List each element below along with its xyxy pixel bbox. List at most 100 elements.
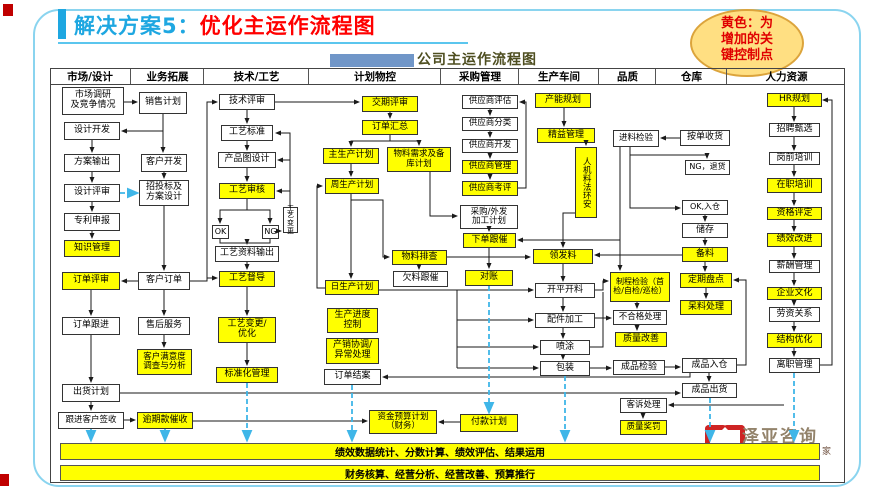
flow-node-40: 资金预算计划 （财务） bbox=[369, 410, 437, 434]
flow-node-12: 客户开发 bbox=[141, 154, 187, 172]
flow-node-9: 出货计划 bbox=[62, 384, 120, 402]
flow-node-26: 工艺督导 bbox=[219, 271, 275, 287]
flow-node-59: 制程检验（首 检/自检/巡检） bbox=[610, 272, 670, 302]
column-header-7: 品质 bbox=[598, 69, 656, 84]
flow-node-83: 结构优化 bbox=[767, 333, 822, 348]
flow-node-78: 资格评定 bbox=[767, 207, 822, 220]
flow-node-68: 储存 bbox=[682, 223, 728, 238]
legend-color-swatch bbox=[330, 54, 414, 67]
flow-node-50: 产能规划 bbox=[535, 93, 591, 108]
flow-node-67: OK,入仓 bbox=[682, 200, 728, 215]
flow-node-1: 市场调研 及竞争情况 bbox=[62, 87, 124, 115]
flow-node-14: 客户订单 bbox=[138, 272, 190, 290]
flow-node-33: 周生产计划 bbox=[325, 178, 379, 194]
column-header-5: 采购管理 bbox=[440, 69, 519, 84]
flow-node-56: 喷涂 bbox=[540, 340, 590, 355]
flow-node-47: 下单跟催 bbox=[463, 233, 516, 248]
flow-node-42: 供应商分类 bbox=[462, 117, 518, 131]
flow-node-18: 技术评审 bbox=[219, 94, 275, 110]
column-header-8: 仓库 bbox=[655, 69, 727, 84]
flow-node-22: OK bbox=[212, 225, 229, 239]
flow-node-48: 对账 bbox=[465, 270, 513, 286]
corner-accent-bottom bbox=[0, 474, 9, 486]
flow-node-49: 付款计划 bbox=[460, 414, 518, 432]
flow-node-65: 按单收货 bbox=[680, 130, 730, 146]
flow-node-23: NG bbox=[262, 225, 279, 239]
performance-summary-bar: 绩效数据统计、分数计算、绩效评估、结果运用 bbox=[60, 443, 820, 460]
flow-node-62: 成品检验 bbox=[613, 360, 665, 375]
flow-node-3: 方案输出 bbox=[64, 154, 120, 172]
flow-node-44: 供应商管理 bbox=[462, 160, 518, 174]
flow-node-73: 成品出货 bbox=[682, 383, 737, 398]
flow-node-61: 质量改善 bbox=[615, 332, 667, 347]
corner-accent-top bbox=[3, 4, 13, 16]
flow-node-51: 精益管理 bbox=[537, 128, 595, 143]
flow-node-41: 供应商评估 bbox=[462, 95, 518, 109]
flow-node-60: 不合格处理 bbox=[613, 310, 667, 325]
flow-node-27: 工艺变更/ 优化 bbox=[218, 317, 276, 343]
flow-node-24: 工艺 变更 bbox=[283, 204, 298, 234]
flow-node-52: 人机料法环安 bbox=[575, 147, 597, 218]
flow-node-55: 配件加工 bbox=[535, 313, 595, 328]
title-prefix: 解决方案5： bbox=[74, 14, 200, 38]
flow-node-36: 日生产计划 bbox=[325, 280, 379, 295]
column-header-1: 市场/设计 bbox=[67, 71, 113, 83]
diagram-subtitle: 公司主运作流程图 bbox=[417, 52, 537, 68]
flow-node-32: 物料需求及备 库计划 bbox=[387, 147, 451, 172]
flow-node-29: 交期评审 bbox=[362, 96, 418, 112]
flow-node-2: 设计开发 bbox=[64, 122, 120, 140]
flow-node-84: 离职管理 bbox=[769, 358, 820, 373]
title-underline bbox=[58, 42, 468, 44]
flow-node-4: 设计评审 bbox=[64, 184, 120, 202]
flow-node-7: 订单评审 bbox=[62, 272, 120, 290]
flow-node-58: 进料检验 bbox=[613, 130, 659, 147]
flow-node-74: HR规划 bbox=[767, 93, 822, 107]
flow-node-21: 工艺审核 bbox=[219, 183, 275, 199]
flow-node-17: 逾期款催收 bbox=[137, 412, 193, 429]
flow-node-11: 销售计划 bbox=[139, 92, 187, 114]
flow-node-71: 呆料处理 bbox=[680, 300, 732, 315]
flow-node-81: 企业文化 bbox=[767, 287, 822, 300]
flow-node-69: 备料 bbox=[682, 247, 728, 262]
callout-line: 键控制点 bbox=[720, 47, 773, 63]
slide-border bbox=[33, 9, 861, 487]
logo-partial-char: 家 bbox=[822, 447, 832, 457]
flow-node-54: 开平开料 bbox=[535, 283, 595, 298]
flow-node-5: 专利申报 bbox=[64, 213, 120, 231]
flow-node-70: 定期盘点 bbox=[680, 273, 732, 288]
page-title: 解决方案5：优化主运作流程图 bbox=[74, 10, 376, 40]
flow-node-16: 客户满意度 调查与分析 bbox=[137, 349, 192, 375]
header-underline bbox=[50, 84, 845, 85]
column-header-4: 计划物控 bbox=[308, 69, 441, 84]
title-accent-bar bbox=[58, 9, 66, 39]
column-header-2: 业务拓展 bbox=[130, 69, 204, 84]
column-header-3: 技术/工艺 bbox=[203, 69, 309, 84]
flow-node-13: 招投标及 方案设计 bbox=[139, 180, 189, 206]
flow-node-8: 订单跟进 bbox=[62, 317, 120, 335]
flow-node-15: 售后服务 bbox=[138, 317, 190, 335]
flow-node-64: 质量奖罚 bbox=[620, 420, 667, 435]
flow-node-46: 采购/外发 加工计划 bbox=[460, 205, 518, 229]
flow-node-25: 工艺资料输出 bbox=[215, 246, 279, 262]
flowchart-table-frame bbox=[50, 68, 845, 483]
flow-node-39: 订单结案 bbox=[324, 369, 381, 385]
flow-node-38: 产销协调/ 异常处理 bbox=[326, 338, 379, 364]
flow-node-57: 包装 bbox=[540, 361, 590, 376]
flow-node-53: 领发料 bbox=[533, 249, 593, 264]
flow-node-82: 劳资关系 bbox=[769, 307, 820, 322]
flow-node-19: 工艺标准 bbox=[221, 125, 273, 141]
callout-line: 黄色：为 bbox=[720, 16, 773, 31]
flow-node-76: 岗前培训 bbox=[769, 152, 820, 165]
title-main: 优化主运作流程图 bbox=[199, 14, 376, 38]
flow-node-35: 欠料跟催 bbox=[393, 271, 448, 287]
flow-node-6: 知识管理 bbox=[64, 240, 120, 257]
finance-summary-bar: 财务核算、经营分析、经营改善、预算推行 bbox=[60, 465, 820, 481]
flow-node-10: 跟进客户签收 bbox=[58, 412, 124, 429]
yellow-legend-callout: 黄色：为 增加的关 键控制点 bbox=[690, 9, 804, 77]
flow-node-72: 成品入仓 bbox=[682, 358, 737, 373]
flow-node-66: NG，退货 bbox=[685, 160, 730, 175]
flow-node-77: 在职培训 bbox=[767, 178, 822, 193]
flow-node-34: 物料排查 bbox=[392, 250, 447, 265]
flow-node-79: 绩效改进 bbox=[767, 233, 822, 247]
flow-node-45: 供应商考评 bbox=[462, 181, 518, 196]
